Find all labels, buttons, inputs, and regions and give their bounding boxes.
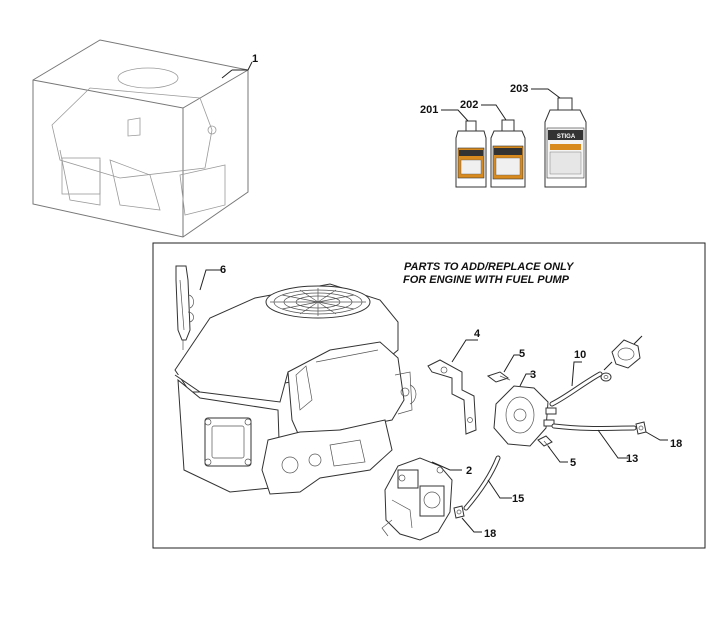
engine-assembly-box[interactable]: 1: [32, 39, 258, 238]
hose-clamp-bottom[interactable]: 18: [453, 505, 496, 540]
hose-clamp-right[interactable]: 18: [635, 421, 682, 450]
callout-13: 13: [626, 453, 638, 465]
fan-grille-icon: [265, 285, 371, 319]
fuel-pump-kit-frame: [152, 242, 706, 549]
fuel-pump[interactable]: 3: [493, 369, 557, 447]
hose-13[interactable]: 13: [551, 423, 638, 465]
hose-15[interactable]: 15: [463, 455, 524, 511]
oil-bottle-203[interactable]: STIGA 203: [510, 83, 587, 188]
callout-6: 6: [220, 264, 226, 276]
fuel-pump-note: PARTS TO ADD/REPLACE ONLY FOR ENGINE WIT…: [403, 261, 575, 286]
engine[interactable]: [174, 283, 417, 495]
callout-18-right: 18: [670, 438, 682, 450]
fuel-filter[interactable]: [603, 335, 643, 371]
screw-lower[interactable]: 5: [537, 435, 576, 469]
callout-202: 202: [460, 99, 478, 111]
hose-clamp-upper[interactable]: [600, 372, 612, 382]
hose-10[interactable]: 10: [549, 349, 603, 407]
callout-4: 4: [474, 328, 481, 340]
note-line-1: PARTS TO ADD/REPLACE ONLY: [404, 261, 575, 273]
callout-10: 10: [574, 349, 586, 361]
callout-15: 15: [512, 493, 524, 505]
callout-5-lower: 5: [570, 457, 576, 469]
dipstick-tube[interactable]: 6: [175, 264, 226, 350]
callout-18-bottom: 18: [484, 528, 496, 540]
callout-1: 1: [252, 53, 258, 65]
callout-2: 2: [466, 465, 472, 477]
callout-203: 203: [510, 83, 528, 95]
oil-bottle-201[interactable]: 201: [420, 104, 487, 188]
callout-3: 3: [530, 369, 536, 381]
callout-5-upper: 5: [519, 348, 525, 360]
note-line-2: FOR ENGINE WITH FUEL PUMP: [403, 274, 570, 286]
carburetor[interactable]: 2: [381, 457, 472, 541]
engine-ghost-icon: [51, 67, 226, 216]
oil-brand-label: STIGA: [557, 134, 576, 140]
oil-bottle-202[interactable]: 202: [460, 99, 526, 188]
pump-bracket[interactable]: 4: [427, 328, 481, 435]
callout-201: 201: [420, 104, 438, 116]
screw-upper[interactable]: 5: [486, 348, 525, 383]
